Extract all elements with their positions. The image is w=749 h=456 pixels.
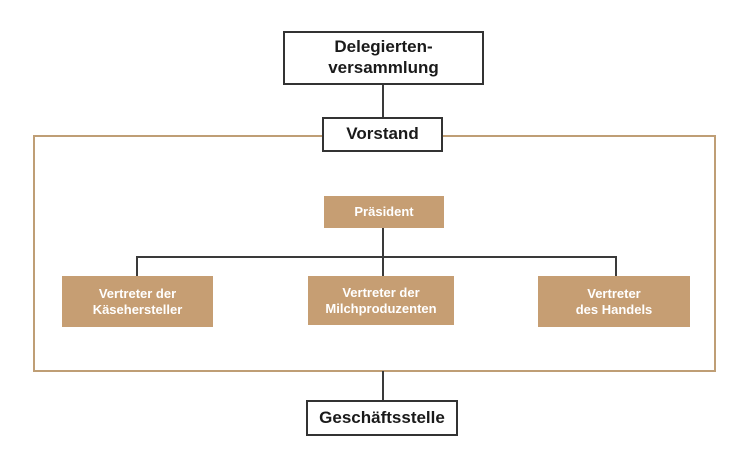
vorstand-container-frame <box>33 135 716 372</box>
connector-branch-horizontal <box>136 256 617 258</box>
node-geschaeftsstelle-label: Geschäftsstelle <box>319 407 445 427</box>
node-praesident: Präsident <box>324 196 444 228</box>
node-delegiertenversammlung-line1: Delegierten- <box>334 37 433 57</box>
node-vertreter-kaesehersteller-line2: Käsehersteller <box>92 301 183 317</box>
node-delegiertenversammlung-line2: versammlung <box>328 58 439 77</box>
node-vorstand: Vorstand <box>322 117 443 152</box>
connector-container-geschaeftsstelle <box>382 371 384 401</box>
node-vertreter-milchproduzenten-line2: Milchproduzenten <box>325 300 437 316</box>
node-vertreter-kaesehersteller-line1: Vertreter der <box>98 285 177 301</box>
connector-praesident-branch <box>382 228 384 258</box>
connector-stub-kaesehersteller <box>136 256 138 277</box>
node-vorstand-label: Vorstand <box>346 124 419 144</box>
node-praesident-label: Präsident <box>354 204 414 220</box>
connector-delegierten-vorstand <box>382 85 384 118</box>
node-vertreter-handel: Vertreter des Handels <box>538 276 690 327</box>
node-vertreter-kaesehersteller: Vertreter der Käsehersteller <box>62 276 213 327</box>
node-vertreter-handel-line2: des Handels <box>575 301 653 317</box>
connector-stub-milchproduzenten <box>382 256 384 277</box>
node-vertreter-milchproduzenten-line1: Vertreter der <box>342 284 420 300</box>
node-delegiertenversammlung: Delegierten- versammlung <box>283 31 484 85</box>
node-vertreter-milchproduzenten: Vertreter der Milchproduzenten <box>308 276 454 325</box>
node-geschaeftsstelle: Geschäftsstelle <box>306 400 458 436</box>
node-vertreter-handel-line1: Vertreter <box>587 285 641 301</box>
connector-stub-handel <box>615 256 617 277</box>
